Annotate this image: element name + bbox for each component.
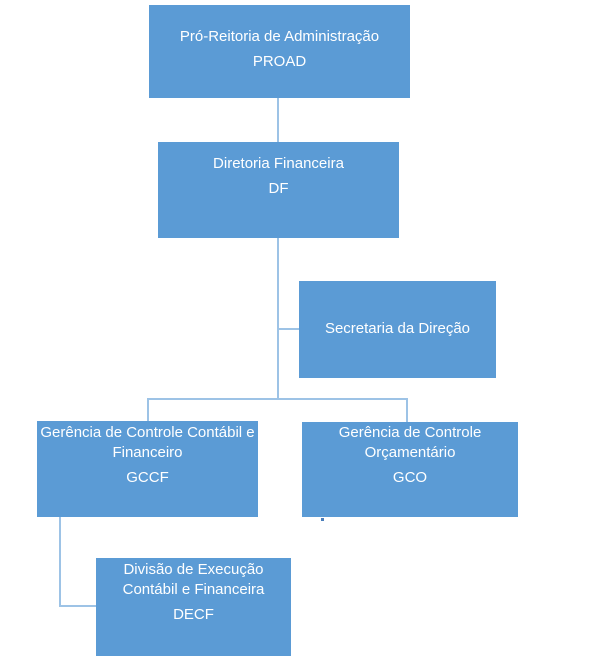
connector-df-trunk: [277, 238, 279, 400]
org-box-decf-name: Divisão de Execução Contábil e Financeir…: [122, 561, 265, 598]
org-box-df-name: Diretoria Financeira: [213, 155, 344, 172]
org-box-secretaria-name: Secretaria da Direção: [324, 320, 471, 337]
stray-dot-artifact: [321, 518, 324, 521]
org-box-df: Diretoria Financeira DF: [158, 142, 399, 238]
connector-gccf-decf: [59, 605, 97, 607]
org-box-proad: Pró-Reitoria de Administração PROAD: [149, 5, 410, 98]
connector-proad-df: [277, 98, 279, 142]
org-box-gco-name: Gerência de Controle Orçamentário: [338, 424, 482, 461]
connector-df-secretaria: [277, 328, 299, 330]
org-box-proad-acronym: PROAD: [252, 53, 307, 70]
connector-split-horizontal: [147, 398, 408, 400]
org-box-gco: Gerência de Controle Orçamentário GCO: [302, 422, 518, 517]
org-box-gccf-acronym: GCCF: [126, 469, 169, 486]
connector-drop-gco: [406, 398, 408, 422]
org-box-secretaria: Secretaria da Direção: [299, 281, 496, 378]
org-box-df-acronym: DF: [268, 180, 289, 197]
connector-drop-gccf: [147, 398, 149, 421]
org-box-proad-name: Pró-Reitoria de Administração: [179, 28, 380, 45]
org-box-gco-acronym: GCO: [392, 469, 428, 486]
org-box-gccf-name: Gerência de Controle Contábil e Financei…: [40, 424, 255, 461]
org-box-decf-acronym: DECF: [173, 606, 214, 623]
org-box-gccf: Gerência de Controle Contábil e Financei…: [37, 421, 258, 517]
connector-gccf-down: [59, 517, 61, 607]
org-box-decf: Divisão de Execução Contábil e Financeir…: [96, 558, 291, 656]
